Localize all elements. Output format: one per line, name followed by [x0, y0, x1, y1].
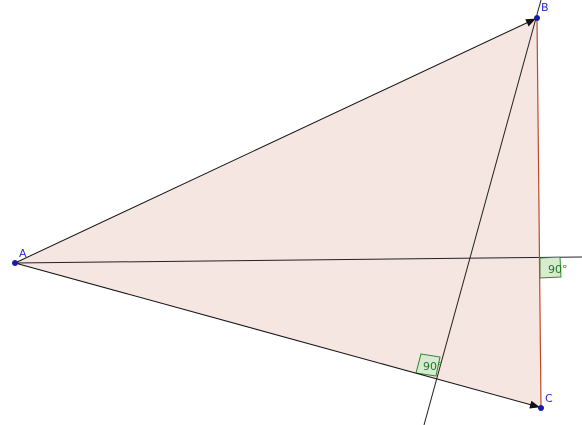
vector-ab [14, 18, 536, 264]
altitude-line-from-a [14, 256, 582, 264]
point-label-c: C [545, 392, 553, 405]
point-a[interactable] [12, 260, 18, 266]
right-angle-label-bc: 90° [548, 263, 568, 276]
altitude-line-from-b [423, 0, 542, 425]
point-label-b: B [541, 1, 549, 14]
point-label-a: A [19, 247, 27, 260]
point-b[interactable] [534, 15, 540, 21]
right-angle-marker-ac [415, 353, 441, 377]
vector-ac [14, 262, 540, 409]
point-c[interactable] [538, 405, 544, 411]
right-angle-label-ac: 90° [423, 360, 443, 373]
triangle-abc [15, 18, 541, 408]
side-bc [536, 17, 542, 409]
